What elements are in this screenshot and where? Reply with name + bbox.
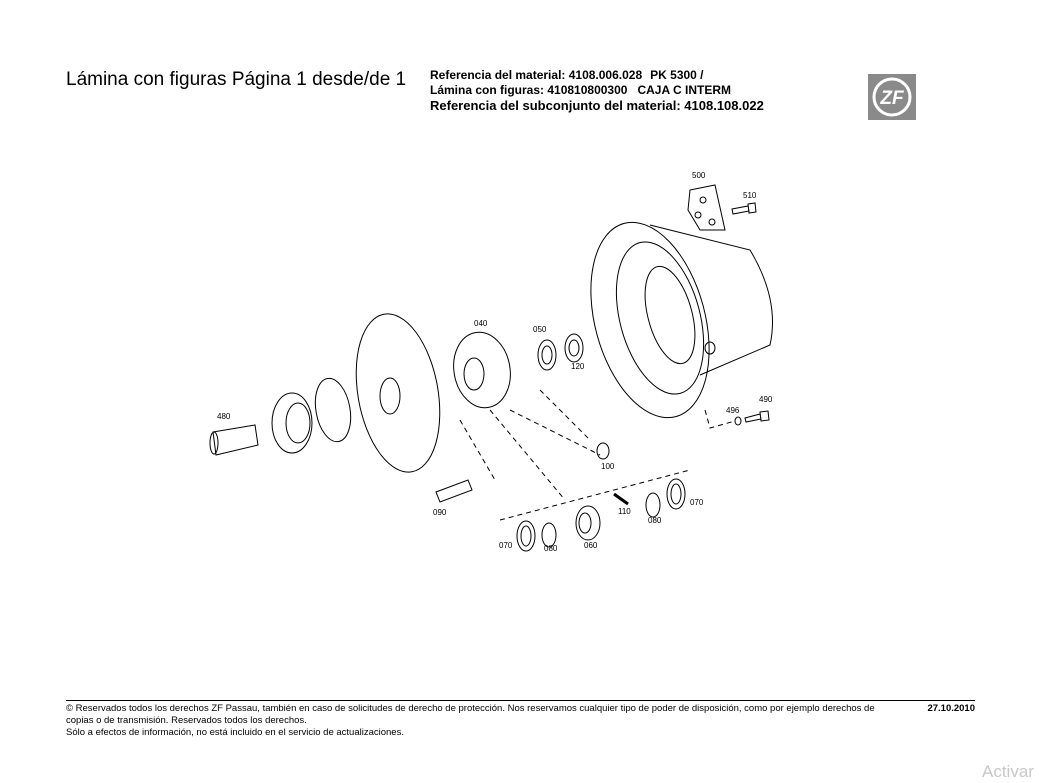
exploded-view-drawing: 500 510 040 050 120 480 496 490 100 090 … <box>209 171 773 553</box>
planet-carrier-040 <box>453 331 511 409</box>
part-label: 070 <box>690 498 704 507</box>
footer-copyright: © Reservados todos los derechos ZF Passa… <box>66 703 875 714</box>
assembly-guide-lines <box>459 389 736 521</box>
footer-divider <box>66 700 975 701</box>
part-label: 070 <box>499 541 513 550</box>
bearing-050 <box>537 339 557 371</box>
planet-gear-060 <box>575 505 601 541</box>
gearbox-housing <box>590 221 773 419</box>
part-label: 040 <box>474 319 488 328</box>
bearing <box>271 392 313 454</box>
ring-120 <box>564 333 584 363</box>
washer-080b <box>541 522 557 548</box>
part-label: 090 <box>433 508 447 517</box>
activation-watermark: Activar <box>982 762 1034 781</box>
part-label: 110 <box>618 507 631 516</box>
part-label: 480 <box>217 412 231 421</box>
reference-block: Referencia del material: 4108.006.028 PK… <box>430 68 764 113</box>
part-label: 120 <box>571 362 585 371</box>
material-reference: Referencia del material: 4108.006.028 <box>430 68 643 82</box>
shaft-480 <box>212 424 259 456</box>
washer-070b <box>516 520 536 552</box>
cover-disc <box>355 313 441 473</box>
part-label: 080 <box>544 544 558 553</box>
bracket-500 <box>687 184 726 231</box>
svg-text:ZF: ZF <box>879 88 905 109</box>
footer-date: 27.10.2010 <box>927 703 975 714</box>
part-label: 060 <box>584 541 598 550</box>
snap-ring <box>314 377 352 443</box>
part-label: 496 <box>726 406 740 415</box>
zf-logo: ZF <box>868 74 916 120</box>
washer-496 <box>734 416 742 426</box>
part-label: 490 <box>759 395 773 404</box>
part-label: 500 <box>692 171 706 180</box>
part-label: 050 <box>533 325 547 334</box>
ring-100 <box>596 442 610 460</box>
footer-text: © Reservados todos los derechos ZF Passa… <box>66 703 917 739</box>
part-label: 100 <box>601 462 615 471</box>
footer-copyright-cont: copias o de transmisión. Reservados todo… <box>66 715 307 726</box>
subassembly-reference: Referencia del subconjunto del material:… <box>430 98 764 113</box>
material-suffix: PK 5300 / <box>650 68 704 82</box>
pin-110 <box>613 492 629 506</box>
footer-disclaimer: Sólo a efectos de información, no está i… <box>66 727 404 738</box>
bolt-490 <box>744 410 770 423</box>
pin-090 <box>435 479 473 503</box>
bolt-510 <box>731 202 757 215</box>
page-title: Lámina con figuras Página 1 desde/de 1 <box>66 69 407 90</box>
part-label: 080 <box>648 516 662 525</box>
figure-sheet-reference: Lámina con figuras: 410810800300 CAJA C … <box>430 83 731 97</box>
part-label: 510 <box>743 191 757 200</box>
footer: © Reservados todos los derechos ZF Passa… <box>66 703 975 739</box>
washer-070 <box>666 478 686 510</box>
washer-080 <box>645 492 661 518</box>
